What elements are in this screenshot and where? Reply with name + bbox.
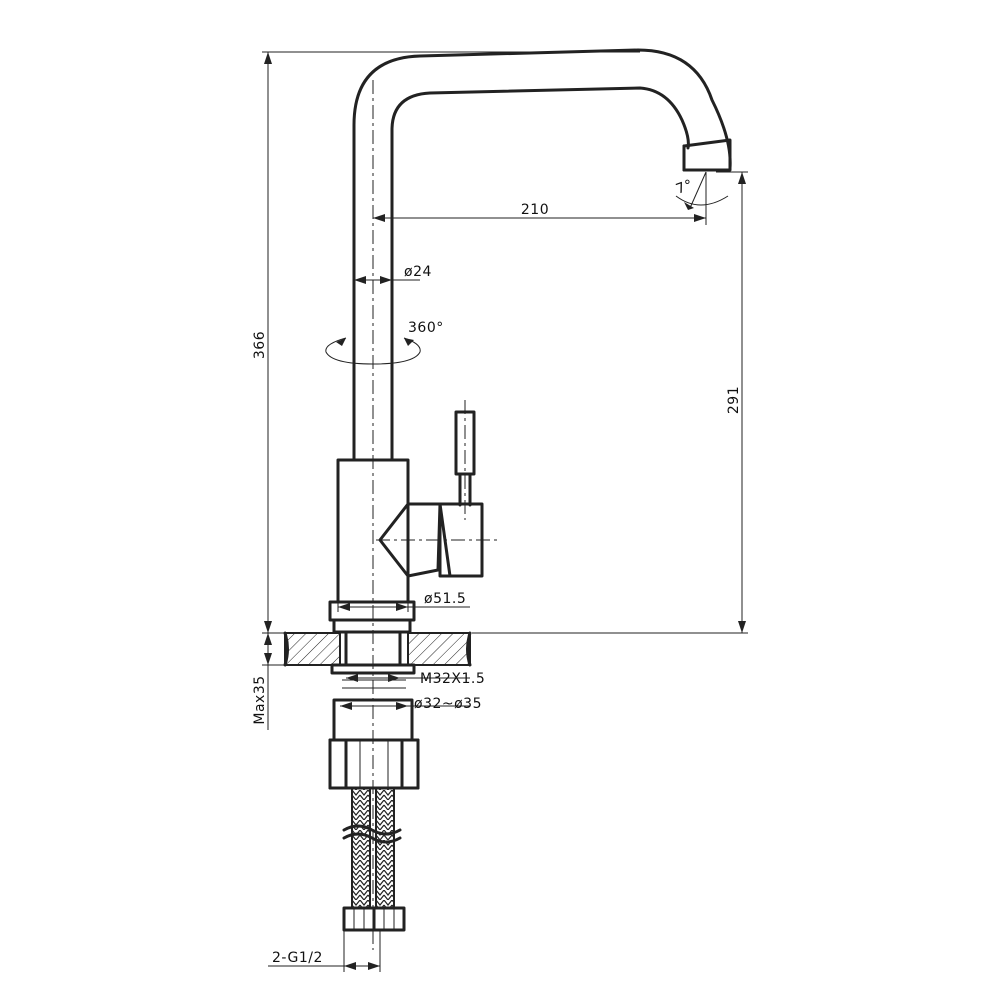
aerator [682, 138, 732, 172]
label-thread: M32X1.5 [420, 671, 485, 687]
label-body-diameter: ø51.5 [424, 591, 466, 607]
label-max-deck-thickness: Max35 [252, 675, 268, 724]
dimension-labels: 366 210 ø24 360° 291 7° ø51.5 M32X1.5 ø3… [252, 177, 742, 966]
label-spout-reach: 210 [521, 202, 549, 218]
label-outlet-height: 291 [726, 386, 742, 414]
label-rotation: 360° [408, 320, 444, 336]
flexible-hoses [342, 787, 406, 932]
countertop-section [283, 631, 472, 667]
label-spout-diameter: ø24 [404, 264, 432, 280]
center-lines [372, 80, 500, 950]
label-outlet-angle: 7° [674, 177, 695, 198]
hose-nut-left [342, 906, 376, 932]
hose-left [351, 787, 371, 909]
label-total-height: 366 [252, 331, 268, 359]
hose-right [375, 787, 395, 909]
hose-nut-right [372, 906, 406, 932]
cartridge-housing [378, 502, 442, 578]
label-mounting-hole: ø32~ø35 [414, 696, 482, 712]
dimension-lines [262, 51, 748, 972]
label-hose-connection: 2-G1/2 [272, 950, 323, 966]
faucet-body [328, 48, 732, 634]
base-plate [328, 600, 416, 622]
spout-inner-line [390, 86, 690, 462]
base-ring [332, 618, 412, 634]
mounting-hardware [328, 630, 420, 790]
fixing-nut [328, 738, 420, 790]
spout-outer-line [352, 48, 732, 462]
